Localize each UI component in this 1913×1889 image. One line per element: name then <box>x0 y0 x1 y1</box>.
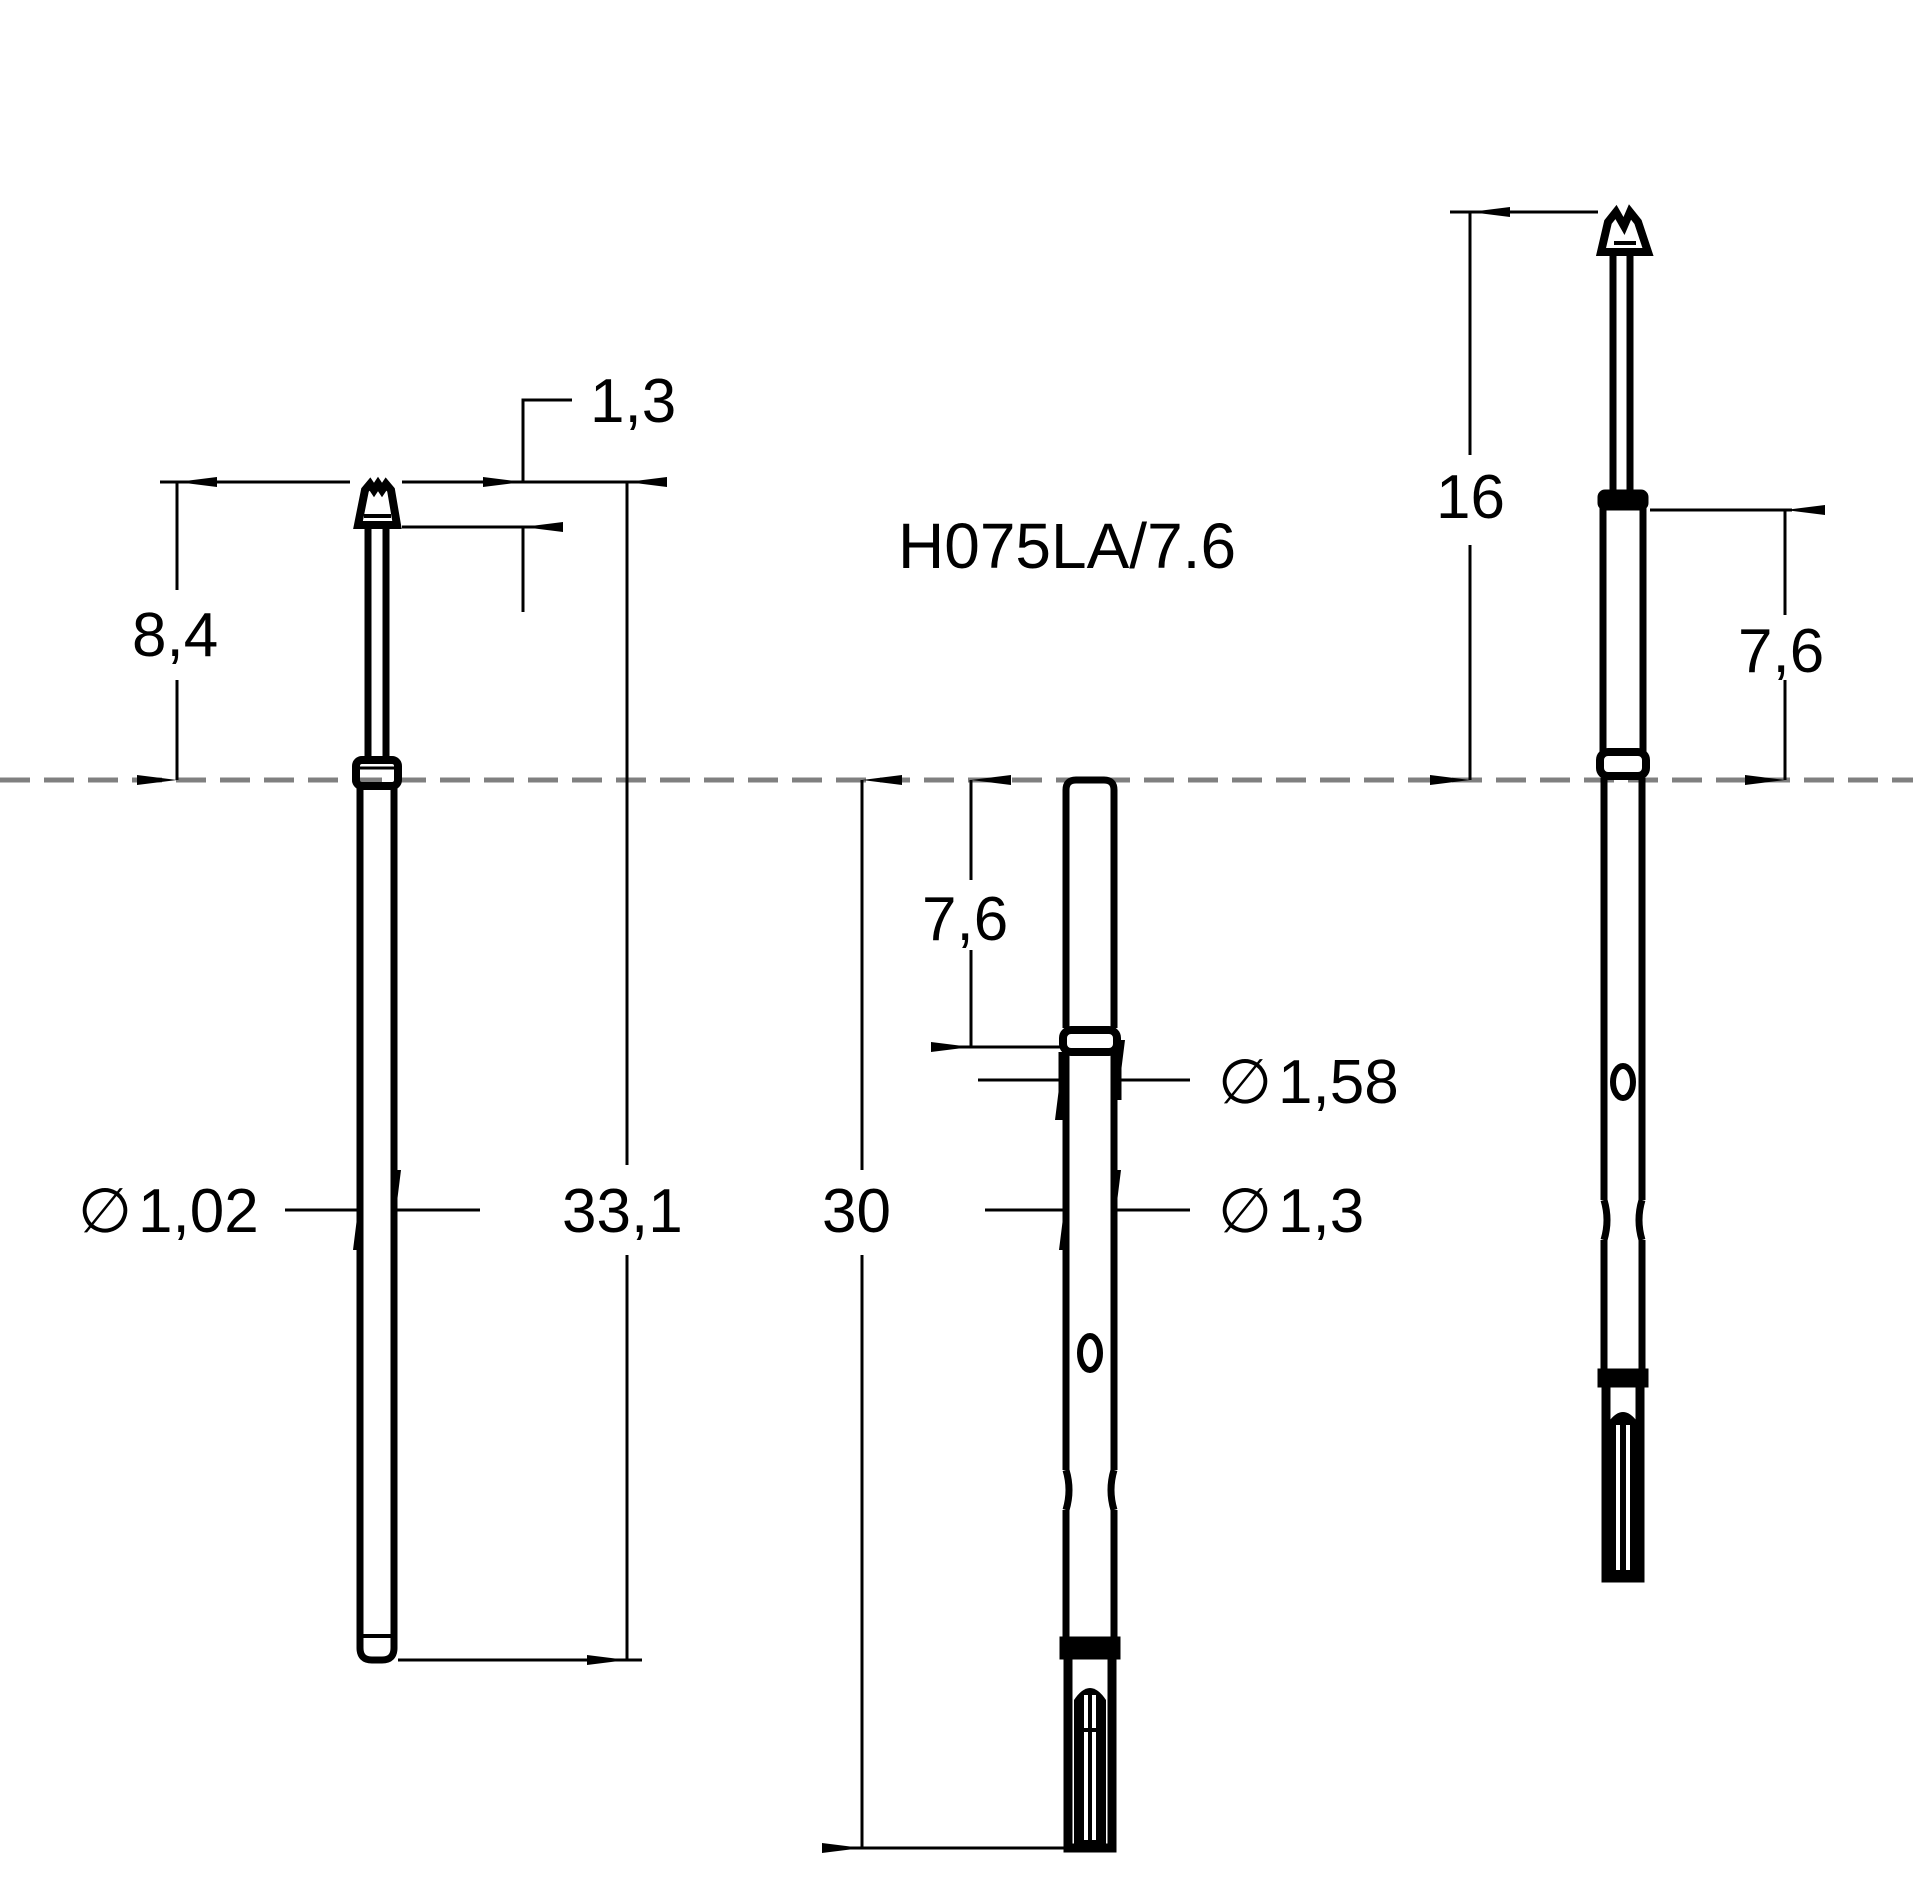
dim-collar-diameter: 1,58 <box>1278 1048 1399 1117</box>
marking-0-right <box>1610 1063 1636 1101</box>
dimensions-middle <box>822 775 1190 1853</box>
diameter-symbol-icon: ∅ <box>78 1177 132 1246</box>
dim-receptacle-above-centerline: 7,6 <box>1738 617 1824 686</box>
marking-0-middle <box>1077 1333 1103 1373</box>
dimensions-left <box>137 398 667 1665</box>
dim-overall-length-left: 33,1 <box>562 1177 683 1246</box>
dim-collar-depth: 7,6 <box>922 885 1008 954</box>
probe-left <box>352 476 402 1664</box>
probe-in-receptacle-right <box>1595 204 1654 1583</box>
receptacle-middle <box>1058 776 1122 1853</box>
crown-tip-icon <box>1595 204 1654 256</box>
diameter-symbol-icon: ∅ <box>1218 1048 1272 1117</box>
dim-body-diameter: 1,3 <box>1278 1177 1364 1246</box>
dimensions-right <box>1430 207 1825 785</box>
diameter-symbol-icon: ∅ <box>1218 1177 1272 1246</box>
crown-tip-icon <box>353 476 402 529</box>
part-number-title: H075LA/7.6 <box>898 510 1236 582</box>
dim-overall-length-middle: 30 <box>822 1177 891 1246</box>
dim-diameter-left: 1,02 <box>138 1177 259 1246</box>
dim-tip-length: 1,3 <box>590 367 676 436</box>
dim-tip-to-centerline: 16 <box>1436 463 1505 532</box>
dim-plunger-travel: 8,4 <box>132 601 218 670</box>
